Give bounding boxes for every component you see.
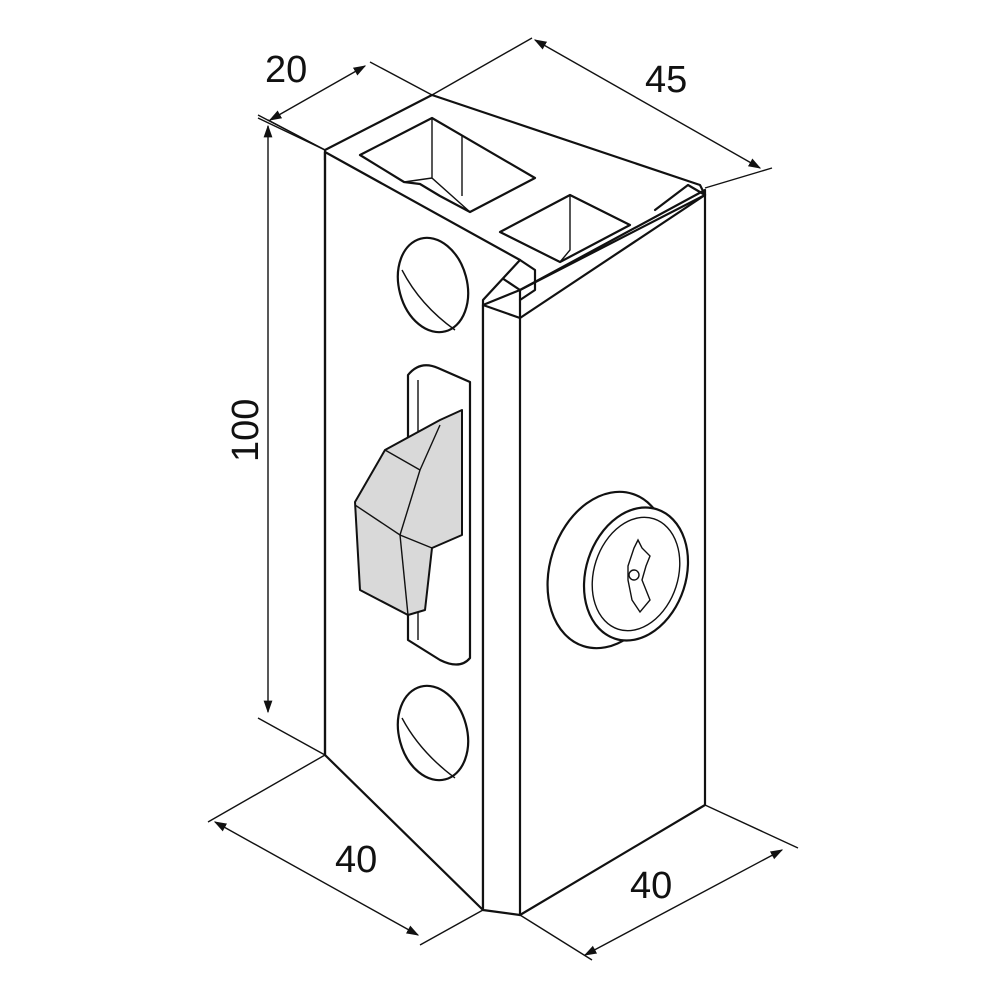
dimension-labels: 20 45 100 40 40	[225, 49, 687, 907]
dim-40-left-label: 40	[335, 839, 377, 881]
mounting-hole-top	[396, 236, 470, 334]
dim-40-left-line	[213, 821, 420, 936]
top-slot-large	[358, 116, 537, 214]
dim-45-line	[533, 39, 762, 169]
mounting-hole-bottom	[396, 684, 470, 782]
bracket-body	[323, 93, 707, 917]
dim-20-line	[268, 65, 367, 121]
keyhole-icon	[627, 538, 651, 614]
dim-45-label: 45	[645, 59, 687, 101]
dim-20-label: 20	[265, 49, 307, 91]
dim-40-right-label: 40	[630, 865, 672, 907]
dim-40-right-line	[583, 849, 784, 956]
dim-100-label: 100	[225, 399, 267, 462]
cylinder-lock	[546, 490, 690, 650]
top-slot-small	[498, 193, 632, 264]
latch-bolt	[354, 409, 463, 616]
lock-ring	[582, 506, 690, 642]
dimension-lines	[207, 37, 799, 961]
